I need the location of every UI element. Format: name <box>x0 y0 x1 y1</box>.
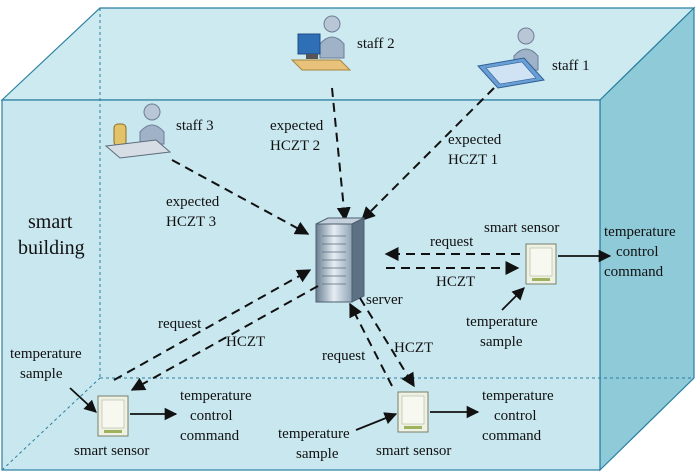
arrow-server-hczt-center <box>359 297 415 388</box>
arrow-server-hczt-left <box>130 285 319 391</box>
left-sample-line2: sample <box>20 366 63 382</box>
arrow-center-sample <box>355 412 398 431</box>
arrow-left-sample <box>69 387 97 413</box>
link-left-hczt: HCZT <box>226 334 265 350</box>
right-sample-line1: temperature <box>466 314 538 330</box>
right-command-line2: control <box>616 244 659 260</box>
right-sample-line2: sample <box>480 334 523 350</box>
center-sample-line1: temperature <box>278 426 350 442</box>
expected-hczt-2-line2: HCZT 2 <box>270 138 320 154</box>
sensor-right-label: smart sensor <box>484 220 559 236</box>
arrow-staff2-to-server <box>331 87 351 222</box>
expected-hczt-1-line1: expected <box>448 132 502 148</box>
left-command-line3: command <box>180 428 240 444</box>
building-label-line2: building <box>18 237 85 259</box>
sensor-right-icon <box>525 243 557 285</box>
arrow-staff1-to-server <box>361 87 495 221</box>
expected-hczt-3-line1: expected <box>166 194 220 210</box>
link-right-request: request <box>430 234 474 250</box>
server-label: server <box>366 292 403 308</box>
sensor-left-label: smart sensor <box>74 443 149 459</box>
link-left-request: request <box>158 316 202 332</box>
arrow-sensor-left-request <box>113 269 312 381</box>
arrow-right-sample <box>501 287 525 311</box>
left-command-line1: temperature <box>180 388 252 404</box>
staff-3-label: staff 3 <box>176 118 214 134</box>
arrow-sensor-center-request <box>349 302 393 387</box>
building-label-line1: smart <box>28 211 73 233</box>
expected-hczt-1-line2: HCZT 1 <box>448 152 498 168</box>
expected-hczt-2-line1: expected <box>270 118 324 134</box>
staff-2-label: staff 2 <box>357 36 395 52</box>
expected-hczt-3-line2: HCZT 3 <box>166 214 216 230</box>
center-command-line3: command <box>482 428 542 444</box>
staff-3-icon <box>104 103 172 159</box>
sensor-center-label: smart sensor <box>376 443 451 459</box>
right-command-line3: command <box>604 264 664 280</box>
left-sample-line1: temperature <box>10 346 82 362</box>
box-top <box>0 7 696 101</box>
link-center-hczt: HCZT <box>394 340 433 356</box>
left-command-line2: control <box>190 408 233 424</box>
center-sample-line2: sample <box>296 446 339 462</box>
staff-2-icon <box>290 15 352 71</box>
sensor-center-icon <box>397 391 429 433</box>
staff-1-icon <box>477 27 545 89</box>
link-right-hczt: HCZT <box>436 274 475 290</box>
right-command-line1: temperature <box>604 224 676 240</box>
center-command-line2: control <box>494 408 537 424</box>
link-center-request: request <box>322 348 366 364</box>
arrow-staff3-to-server <box>171 159 310 235</box>
sensor-left-icon <box>97 395 129 437</box>
center-command-line1: temperature <box>482 388 554 404</box>
server-icon <box>315 217 365 303</box>
staff-1-label: staff 1 <box>552 58 590 74</box>
